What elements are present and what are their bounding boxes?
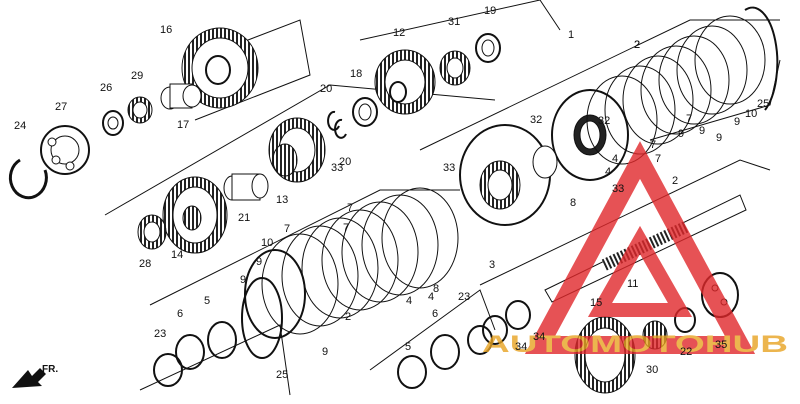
callout-30: 30 [646,364,658,376]
callout-23: 23 [458,291,470,303]
callout-9: 9 [240,274,246,286]
upper-clutch-pack [551,6,779,181]
callout-6: 6 [177,308,183,320]
front-label: FR. [42,364,58,375]
callout-1: 1 [568,29,574,41]
callout-25: 25 [276,369,288,381]
callout-7: 7 [650,139,656,151]
callout-32: 32 [530,114,542,126]
callout-17: 17 [177,119,189,131]
callout-27: 27 [55,101,67,113]
callout-15: 15 [590,297,602,309]
callout-4: 4 [605,166,611,178]
lower-left-parts [153,277,283,387]
callout-25: 25 [757,98,769,110]
callout-8: 8 [433,283,439,295]
collar-21 [223,173,269,201]
callout-5: 5 [405,341,411,353]
callout-33: 33 [443,162,455,174]
callout-7: 7 [686,113,692,125]
callout-2: 2 [634,39,640,51]
callout-28: 28 [139,258,151,270]
callout-9: 9 [699,125,705,137]
thrust-washer-26 [102,110,124,136]
callout-13: 13 [276,194,288,206]
thrust-washer-19 [475,33,501,63]
callout-4: 4 [406,295,412,307]
watermark-text: AUTOMOTOHUB [482,331,788,358]
callout-3: 3 [489,259,495,271]
gear-13 [268,117,326,183]
thrust-washer-18 [352,97,378,127]
callout-2: 2 [345,311,351,323]
callout-34: 34 [515,341,527,353]
watermark: AUTOMOTOHUB [482,141,788,358]
callout-19: 19 [484,5,496,17]
callout-20: 20 [339,156,351,168]
watermark-triangle [524,141,756,354]
callout-6: 6 [432,308,438,320]
callout-2: 2 [634,39,640,51]
callout-9: 9 [322,346,328,358]
callout-7: 7 [347,202,353,214]
snap-ring-24 [8,158,48,200]
gear-16 [181,27,259,109]
callout-7: 7 [284,223,290,235]
callout-21: 21 [238,212,250,224]
callout-11: 11 [627,278,638,290]
callout-31: 31 [448,16,460,28]
needle-bearing-31 [439,50,471,86]
callout-9: 9 [678,128,684,140]
callout-7: 7 [343,222,349,234]
callout-24: 24 [14,120,26,132]
callout-33: 33 [612,183,624,195]
clips-20 [327,110,347,139]
callout-9: 9 [716,132,722,144]
gear-12 [374,49,436,115]
callout-23: 23 [154,328,166,340]
needle-bearing-28 [137,214,167,250]
callout-4: 4 [612,153,618,165]
clutch-drum-3 [459,124,558,226]
callout-35: 35 [715,339,727,351]
callout-32: 32 [598,115,610,127]
callout-12: 12 [393,27,405,39]
middle-clutch-pack [244,187,459,339]
callout-4: 4 [428,291,434,303]
callout-16: 16 [160,24,172,36]
gear-14 [162,176,228,254]
callout-22: 22 [680,346,692,358]
front-direction-arrow: FR. [12,364,58,388]
callout-labels: 1629262717241231191820201321281412251099… [14,5,769,381]
callout-20: 20 [320,83,332,95]
callout-10: 10 [261,237,273,249]
callout-9: 9 [256,256,262,268]
callout-26: 26 [100,82,112,94]
callout-34: 34 [533,331,545,343]
callout-14: 14 [171,249,183,261]
bushing-17 [160,83,202,110]
callout-9: 9 [734,116,740,128]
callout-7: 7 [655,153,661,165]
callout-8: 8 [570,197,576,209]
lower-middle-parts [397,300,531,389]
needle-bearing-29 [127,96,153,124]
callout-33: 33 [331,162,343,174]
callout-10: 10 [745,108,757,120]
callout-2: 2 [672,175,678,187]
ball-bearing-27 [40,125,90,175]
callout-29: 29 [131,70,143,82]
callout-18: 18 [350,68,362,80]
callout-5: 5 [204,295,210,307]
